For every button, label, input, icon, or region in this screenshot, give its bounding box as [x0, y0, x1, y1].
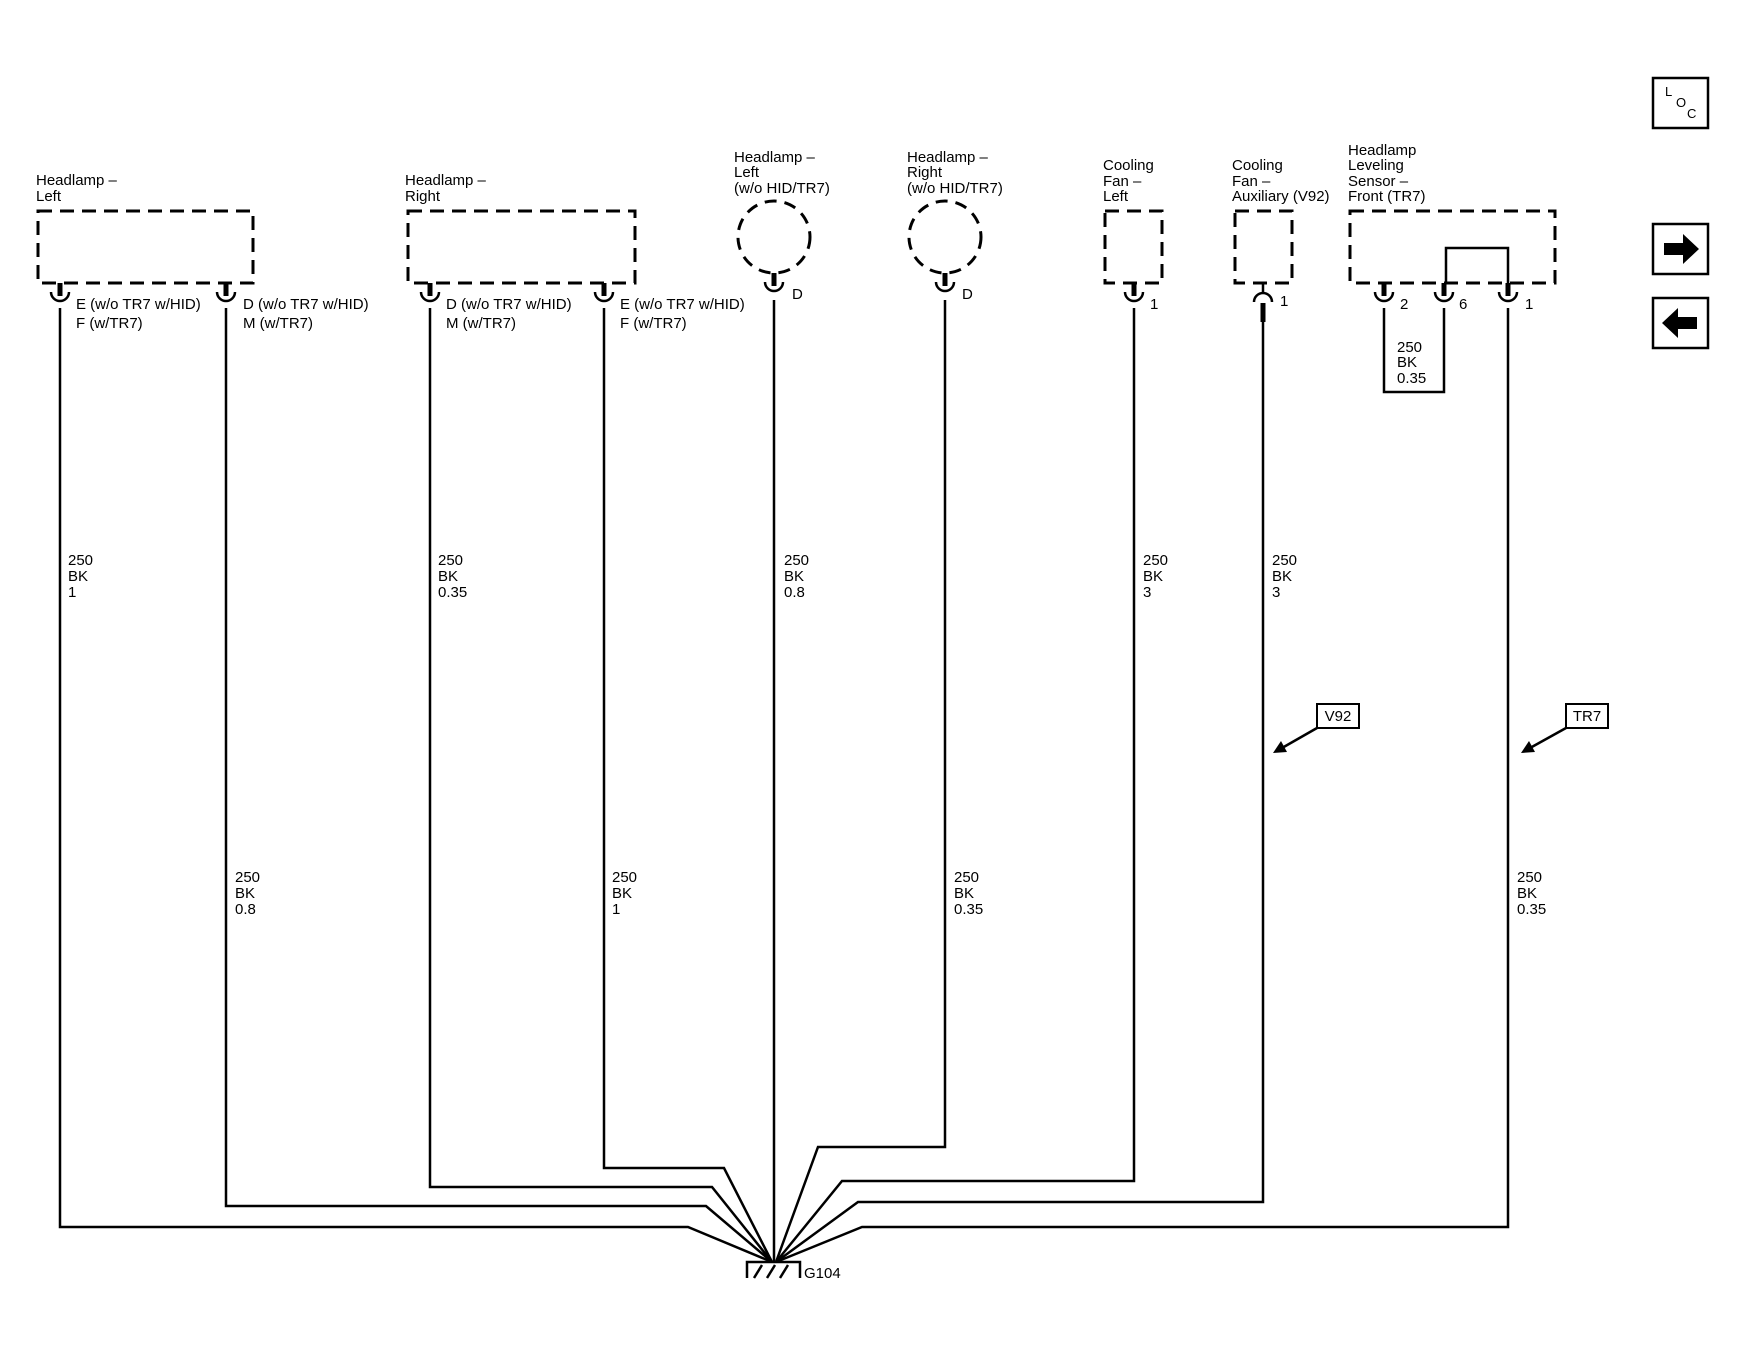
component-circle — [907, 199, 983, 275]
component-box — [1348, 209, 1557, 285]
arrow-right-icon — [1664, 234, 1699, 264]
pin-label: 6 — [1459, 296, 1467, 313]
arrow-head — [1521, 741, 1535, 753]
component-box — [406, 209, 637, 285]
component-label: Headlamp – Right (w/o HID/TR7) — [907, 149, 1003, 197]
option-box — [1565, 703, 1609, 729]
pin-label: E (w/o TR7 w/HID) F (w/TR7) — [620, 296, 749, 332]
loc-letter: O — [1676, 95, 1686, 110]
pin-cup — [419, 291, 441, 303]
pin-label: D — [792, 286, 803, 303]
component-box — [1233, 209, 1294, 285]
pin-male — [1252, 291, 1274, 303]
wire — [774, 300, 947, 1263]
wire — [775, 308, 1136, 1263]
pin-label: 1 — [1525, 296, 1533, 313]
component-box — [1103, 209, 1164, 285]
pin-cup — [49, 291, 71, 303]
option-leader — [1281, 726, 1318, 750]
internal-link — [1444, 246, 1510, 283]
component-label: Cooling Fan – Auxiliary (V92) — [1232, 157, 1330, 205]
ground-symbol — [745, 1260, 802, 1278]
arrow-head — [1273, 741, 1287, 753]
arrow-left-icon — [1662, 308, 1697, 338]
pin-label: D (w/o TR7 w/HID) M (w/TR7) — [243, 296, 373, 332]
loc-letter: C — [1687, 106, 1696, 121]
pin-label: 1 — [1150, 296, 1158, 313]
component-headlamp-left: Headlamp – Left — [36, 172, 255, 285]
option-label: V92 — [1325, 708, 1352, 725]
component-headlamp-left-no-hid: Headlamp – Left (w/o HID/TR7) — [734, 149, 830, 275]
pin-cup — [593, 291, 615, 303]
pin-cup — [215, 291, 237, 303]
pin-cup — [1373, 291, 1395, 303]
pin-label: D (w/o TR7 w/HID) M (w/TR7) — [446, 296, 576, 332]
component-cooling-fan-left: Cooling Fan – Left — [1103, 157, 1164, 285]
component-box — [36, 209, 255, 285]
option-flag-v92: V92 — [1273, 703, 1360, 753]
pin-label: 1 — [1280, 293, 1288, 310]
ground-hatch — [778, 1264, 790, 1279]
component-label: Headlamp – Left — [36, 172, 121, 205]
option-box — [1316, 703, 1360, 729]
wire — [428, 308, 773, 1263]
component-headlamp-right: Headlamp – Right — [405, 172, 637, 285]
pin-cup — [1433, 291, 1455, 303]
pin-label: D — [962, 286, 973, 303]
component-label: Headlamp Leveling Sensor – Front (TR7) — [1348, 142, 1426, 205]
component-headlamp-right-no-hid: Headlamp – Right (w/o HID/TR7) — [907, 149, 1003, 275]
ground-g104: G104 — [745, 1260, 841, 1282]
wire — [775, 322, 1265, 1264]
ground-label: G104 — [804, 1265, 841, 1282]
wires — [58, 300, 1510, 1264]
component-label: Headlamp – Right — [405, 172, 490, 205]
wire — [58, 308, 773, 1264]
option-leader — [1529, 726, 1567, 750]
pin-cup — [1497, 291, 1519, 303]
option-label: TR7 — [1573, 708, 1601, 725]
pin-cup — [1123, 291, 1145, 303]
loc-letter: L — [1665, 84, 1672, 99]
wire-jumper — [1382, 308, 1446, 394]
location-icon — [1651, 76, 1710, 130]
wire — [602, 308, 774, 1263]
prev-page-button[interactable] — [1651, 296, 1710, 350]
ground-hatch — [765, 1264, 777, 1279]
wire — [224, 308, 773, 1263]
pin-label: 2 — [1400, 296, 1408, 313]
component-headlamp-leveling-sensor: Headlamp Leveling Sensor – Front (TR7) — [1348, 142, 1557, 285]
pin-terminals — [49, 273, 1519, 322]
component-label: Headlamp – Left (w/o HID/TR7) — [734, 149, 830, 197]
ground-hatch — [752, 1264, 764, 1279]
component-cooling-fan-auxiliary: Cooling Fan – Auxiliary (V92) — [1232, 157, 1330, 285]
component-circle — [736, 199, 812, 275]
wire — [775, 308, 1510, 1264]
next-page-button[interactable] — [1651, 222, 1710, 276]
pin-label: E (w/o TR7 w/HID) F (w/TR7) — [76, 296, 205, 332]
location-button[interactable]: L O C — [1651, 76, 1710, 130]
pin-cup — [763, 281, 785, 293]
pin-cup — [934, 281, 956, 293]
option-flag-tr7: TR7 — [1521, 703, 1609, 753]
component-label: Cooling Fan – Left — [1103, 157, 1158, 205]
